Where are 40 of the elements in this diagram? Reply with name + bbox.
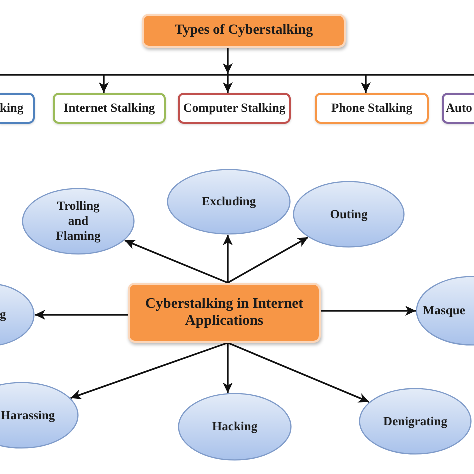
topic-box	[128, 283, 321, 343]
category-box	[0, 93, 35, 124]
arrow	[223, 235, 233, 283]
ellipse-label: Masque	[423, 303, 466, 319]
topic-ellipse	[22, 188, 135, 255]
arrow	[70, 342, 228, 400]
category-box	[178, 93, 291, 124]
arrow	[361, 75, 371, 93]
box-label: Computer Stalking	[183, 101, 286, 116]
ellipse-label: Outing	[330, 206, 368, 222]
arrow	[223, 48, 233, 74]
arrow	[223, 343, 233, 394]
arrow	[223, 75, 233, 93]
ellipse-label: g	[0, 307, 6, 323]
topic-ellipse	[359, 388, 472, 455]
box-label: Phone Stalking	[332, 101, 412, 116]
box-label: Internet Stalking	[64, 101, 156, 116]
arrow	[99, 75, 109, 93]
category-box	[53, 93, 166, 124]
box-label: Auto	[446, 101, 472, 116]
box-label: Cyberstalking in Internet Applications	[144, 296, 304, 330]
ellipse-label: Excluding	[202, 194, 256, 210]
arrow	[124, 240, 228, 284]
ellipse-label: Trolling and Flaming	[55, 198, 102, 244]
arrow	[35, 310, 128, 320]
category-box	[442, 93, 474, 124]
category-box	[315, 93, 429, 124]
topic-ellipse	[293, 181, 405, 248]
ellipse-label: Hacking	[212, 419, 258, 435]
box-label: Types of Cyberstalking	[174, 22, 314, 40]
arrow	[228, 236, 309, 284]
topic-ellipse	[178, 393, 292, 461]
box-label: king	[0, 101, 24, 116]
ellipse-label: Denigrating	[384, 414, 448, 430]
topic-ellipse	[167, 169, 291, 235]
topic-box	[142, 14, 346, 48]
arrow	[321, 306, 416, 316]
bus-line	[0, 74, 474, 76]
arrow	[228, 342, 370, 403]
ellipse-label: Harassing	[1, 408, 56, 424]
